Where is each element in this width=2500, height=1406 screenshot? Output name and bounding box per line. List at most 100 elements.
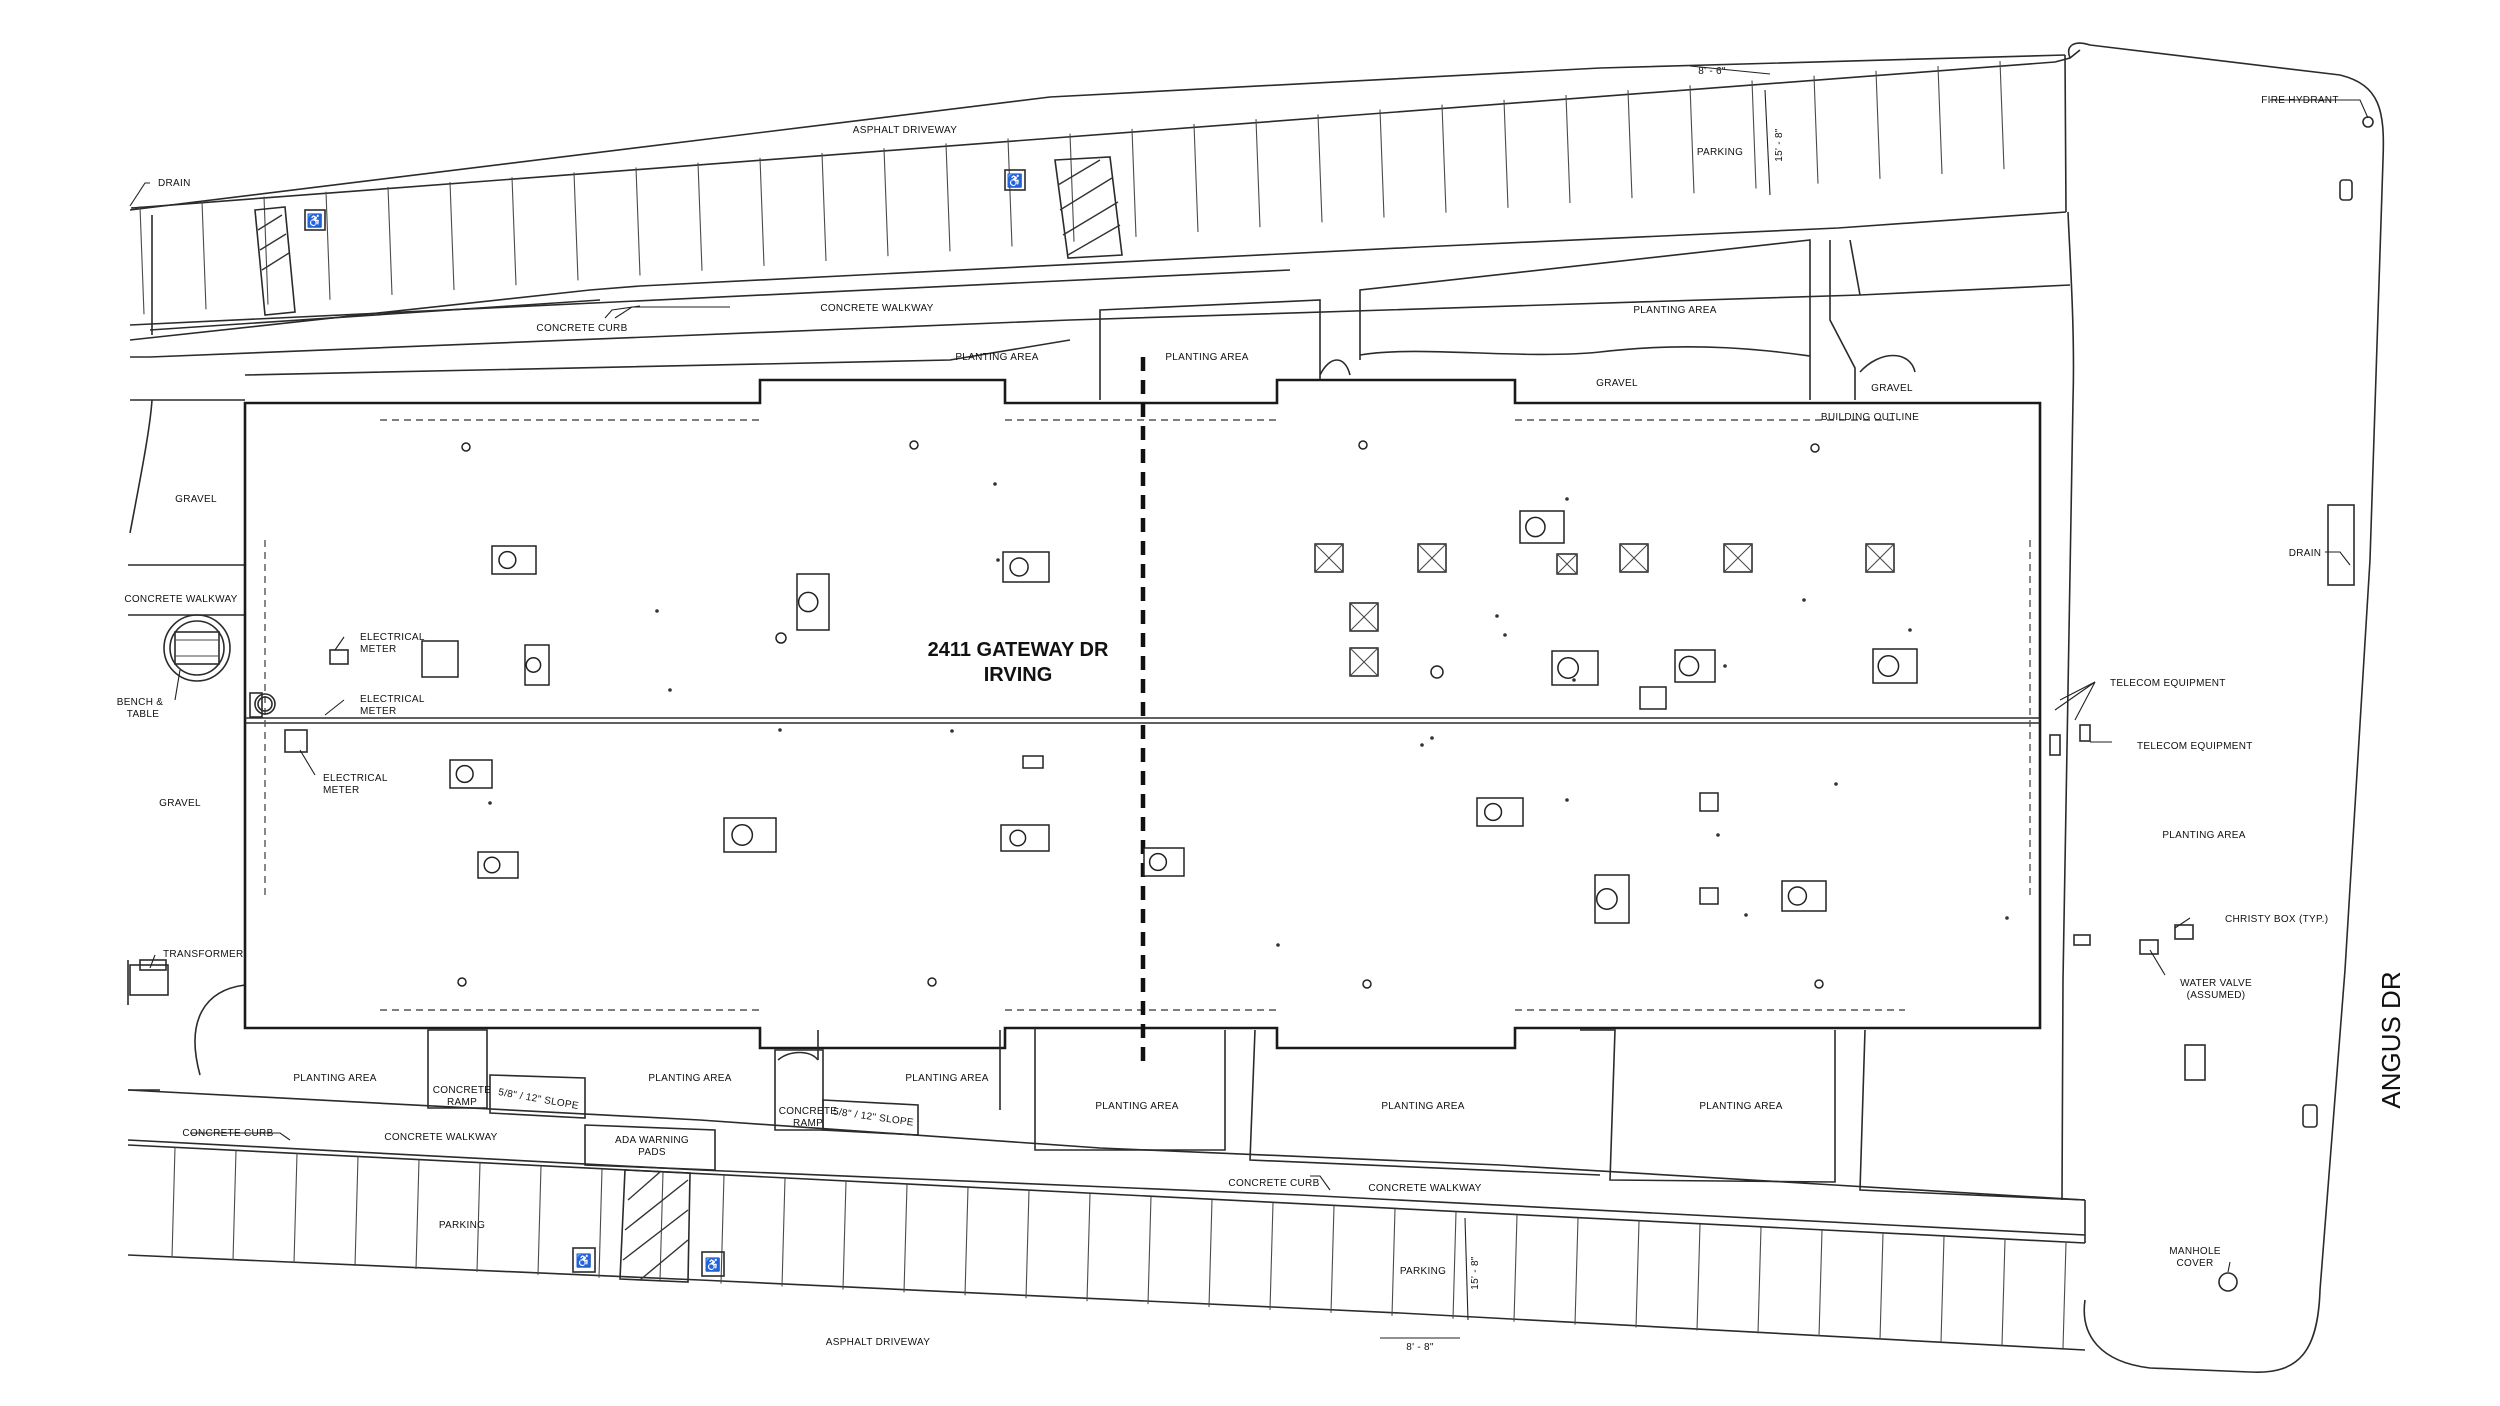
parking-stall-divider <box>903 1184 908 1293</box>
street-angus-dr: ANGUS DR <box>2376 971 2406 1108</box>
label-concrete-curb-north: CONCRETE CURB <box>536 323 627 334</box>
rooftop-unit-fan <box>1009 829 1027 847</box>
parking-stall-divider <box>325 191 331 300</box>
label-fire-hydrant: FIRE HYDRANT <box>2261 95 2339 106</box>
roof-box <box>1022 755 1044 769</box>
label-transformer: TRANSFORMER <box>163 949 244 960</box>
parking-stall-divider <box>171 1147 176 1258</box>
rooftop-unit-fan <box>1877 655 1900 677</box>
parking-stall-divider <box>2062 1242 2067 1349</box>
skylight-cross <box>1417 543 1447 573</box>
rooftop-unit-fan <box>498 550 517 570</box>
south-walkway <box>127 1028 2086 1351</box>
roof-penetration <box>778 728 782 732</box>
svg-text:♿: ♿ <box>705 1257 722 1272</box>
rooftop-unit-fan <box>1009 557 1029 577</box>
parking-stall-divider <box>1689 85 1695 194</box>
roof-penetration <box>1723 664 1727 668</box>
roof-penetration <box>1744 913 1748 917</box>
label-asphalt-driveway-north: ASPHALT DRIVEWAY <box>853 125 957 136</box>
skylight-cross <box>1723 543 1753 573</box>
label-stall-depth-south: 15' - 8" <box>1470 1256 1481 1290</box>
roof-vent <box>775 632 787 644</box>
parking-stall-divider <box>1818 1230 1823 1337</box>
roof-penetration <box>1430 736 1434 740</box>
parking-stall-divider <box>1813 75 1819 184</box>
label-concrete-walkway-north: CONCRETE WALKWAY <box>820 303 933 314</box>
roof-box <box>1699 887 1719 905</box>
parking-stall-divider <box>1330 1205 1335 1313</box>
label-bench-table-b: TABLE <box>127 709 159 720</box>
label-drain-nw: DRAIN <box>158 178 191 189</box>
parking-stall-divider <box>1086 1193 1091 1302</box>
parking-stall-divider <box>1317 114 1323 223</box>
rooftop-unit-fan <box>731 824 754 846</box>
skylight-cross <box>1865 543 1895 573</box>
west-edge <box>127 399 246 1091</box>
building-outline <box>243 357 2042 1065</box>
north-parking-stalls <box>139 61 2005 315</box>
label-gravel-west-lower: GRAVEL <box>159 798 201 809</box>
roof-penetration <box>488 801 492 805</box>
parking-stall-divider <box>511 177 517 286</box>
label-asphalt-driveway-south: ASPHALT DRIVEWAY <box>826 1337 930 1348</box>
parking-stall-divider <box>1879 1233 1884 1340</box>
parking-stall-divider <box>1937 65 1943 174</box>
parking-stall-divider <box>263 196 269 305</box>
parking-stall-divider <box>1574 1218 1579 1325</box>
rooftop-unit-fan <box>797 591 819 613</box>
label-planting-area-s2: PLANTING AREA <box>648 1073 731 1084</box>
label-gravel-ne: GRAVEL <box>1871 383 1913 394</box>
parking-stall-divider <box>842 1181 847 1290</box>
label-electrical-meter-1b: METER <box>360 644 397 655</box>
parking-stall-divider <box>945 143 951 252</box>
label-electrical-meter-3b: METER <box>323 785 360 796</box>
parking-stall-divider <box>1391 1208 1396 1316</box>
label-gravel-west-upper: GRAVEL <box>175 494 217 505</box>
concrete-ramps <box>427 1029 919 1171</box>
label-ramp2-b: RAMP <box>793 1118 823 1129</box>
svg-text:♿: ♿ <box>576 1253 593 1268</box>
parking-stall-divider <box>1131 128 1137 237</box>
label-water-valve-b: (ASSUMED) <box>2187 990 2246 1001</box>
svg-text:♿: ♿ <box>1007 173 1024 188</box>
north-parking-lot <box>129 49 2081 341</box>
parking-stall-divider <box>759 157 765 266</box>
east-area <box>2049 42 2385 1373</box>
label-planting-area-s4: PLANTING AREA <box>1095 1101 1178 1112</box>
roof-drain <box>1810 443 1820 453</box>
parking-stall-divider <box>1565 94 1571 204</box>
roof-penetration <box>996 558 1000 562</box>
roof-drain <box>1362 979 1372 989</box>
roof-drain <box>1814 979 1824 989</box>
label-christy-box: CHRISTY BOX (TYP.) <box>2225 914 2328 925</box>
label-ramp2-a: CONCRETE <box>779 1106 838 1117</box>
roof-penetration <box>1420 743 1424 747</box>
parking-stall-divider <box>720 1175 725 1284</box>
parking-stall-divider <box>201 201 207 310</box>
parking-stall-divider <box>1269 1202 1274 1310</box>
label-planting-area-s3: PLANTING AREA <box>905 1073 988 1084</box>
roof-penetration <box>950 729 954 733</box>
roof-penetration <box>1908 628 1912 632</box>
rooftop-unit-fan <box>1678 655 1700 677</box>
label-drain-east: DRAIN <box>2289 548 2322 559</box>
label-ada-b: PADS <box>638 1147 666 1158</box>
south-parking-stalls <box>171 1147 2067 1349</box>
label-gravel-north: GRAVEL <box>1596 378 1638 389</box>
skylight-cross <box>1314 543 1344 573</box>
roof-penetration <box>655 609 659 613</box>
parking-stall-divider <box>1147 1196 1152 1305</box>
svg-text:♿: ♿ <box>307 213 324 228</box>
parking-stall-divider <box>415 1159 420 1269</box>
parking-stall-divider <box>476 1162 481 1272</box>
north-ada-hatch <box>254 156 1123 316</box>
north-walkway <box>130 239 2071 401</box>
roof-drain <box>457 977 467 987</box>
label-manhole-b: COVER <box>2176 1258 2213 1269</box>
parking-stall-divider <box>293 1153 298 1264</box>
parking-stall-divider <box>1193 123 1199 233</box>
roof-penetration <box>1834 782 1838 786</box>
parking-stall-divider <box>1696 1224 1701 1331</box>
